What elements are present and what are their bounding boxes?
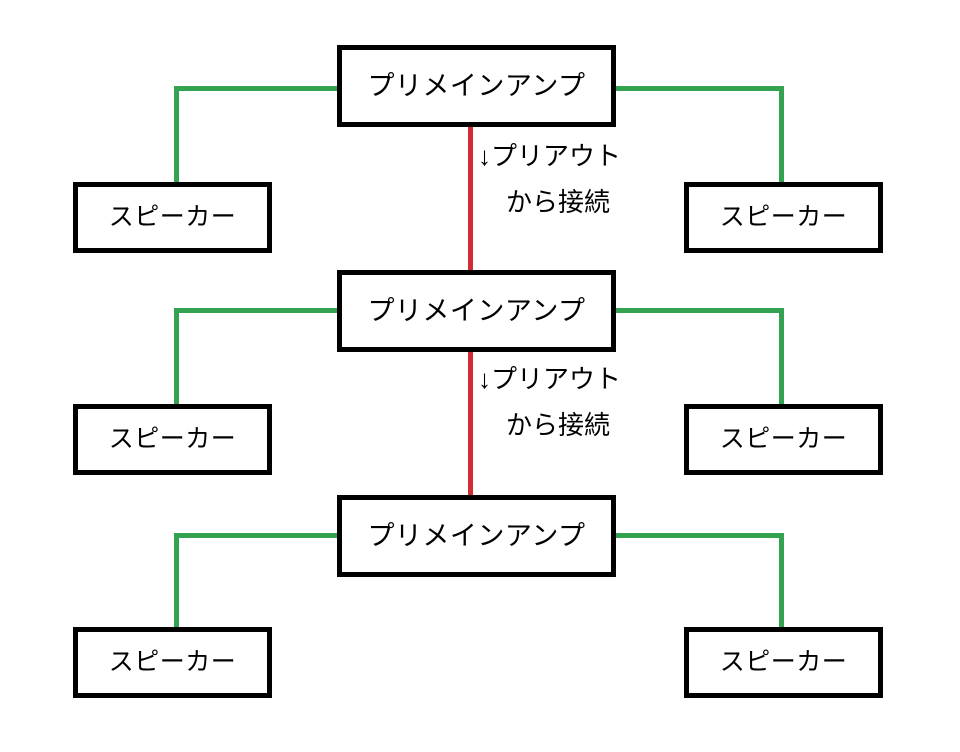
wire-amp1-to-speaker-right-horizontal xyxy=(612,86,784,91)
wire-amp3-to-speaker-left-horizontal xyxy=(174,533,340,538)
wire-amp1-to-speaker-right-vertical xyxy=(779,86,784,183)
amplifier-label-2: プリメインアンプ xyxy=(367,295,586,326)
speaker-label-3-left: スピーカー xyxy=(108,648,237,676)
speaker-label-1-left: スピーカー xyxy=(108,203,237,231)
wire-preout-amp1-to-amp2 xyxy=(468,120,473,275)
preout-annotation-2-line2: から接続 xyxy=(506,410,611,440)
amplifier-box-1[interactable]: プリメインアンプ xyxy=(337,45,616,127)
speaker-box-1-left[interactable]: スピーカー xyxy=(73,182,272,253)
wire-amp3-to-speaker-right-horizontal xyxy=(612,533,784,538)
wire-amp1-to-speaker-left-horizontal xyxy=(174,86,340,91)
speaker-box-3-left[interactable]: スピーカー xyxy=(73,627,272,698)
speaker-box-2-right[interactable]: スピーカー xyxy=(684,404,883,475)
speaker-label-2-left: スピーカー xyxy=(108,425,237,453)
speaker-box-2-left[interactable]: スピーカー xyxy=(73,404,272,475)
preout-annotation-2: ↓プリアウト から接続 xyxy=(478,366,621,438)
speaker-label-3-right: スピーカー xyxy=(719,648,848,676)
preout-annotation-2-line1: ↓プリアウト xyxy=(478,364,622,394)
wire-amp3-to-speaker-right-vertical xyxy=(779,533,784,629)
wire-amp1-to-speaker-left-vertical xyxy=(174,86,179,183)
amplifier-label-3: プリメインアンプ xyxy=(367,520,586,551)
wire-amp2-to-speaker-left-vertical xyxy=(174,308,179,405)
amplifier-box-3[interactable]: プリメインアンプ xyxy=(337,495,616,577)
speaker-box-1-right[interactable]: スピーカー xyxy=(684,182,883,253)
speaker-label-1-right: スピーカー xyxy=(719,203,848,231)
preout-annotation-1-line2: から接続 xyxy=(506,187,611,217)
speaker-box-3-right[interactable]: スピーカー xyxy=(684,627,883,698)
wire-amp2-to-speaker-left-horizontal xyxy=(174,308,340,313)
wire-preout-amp2-to-amp3 xyxy=(468,345,473,500)
amplifier-box-2[interactable]: プリメインアンプ xyxy=(337,270,616,352)
amplifier-label-1: プリメインアンプ xyxy=(367,70,586,101)
wire-amp2-to-speaker-right-vertical xyxy=(779,308,784,405)
wire-amp2-to-speaker-right-horizontal xyxy=(612,308,784,313)
preout-annotation-1: ↓プリアウト から接続 xyxy=(478,143,621,215)
speaker-label-2-right: スピーカー xyxy=(719,425,848,453)
preout-annotation-1-line1: ↓プリアウト xyxy=(478,141,622,171)
wire-amp3-to-speaker-left-vertical xyxy=(174,533,179,629)
